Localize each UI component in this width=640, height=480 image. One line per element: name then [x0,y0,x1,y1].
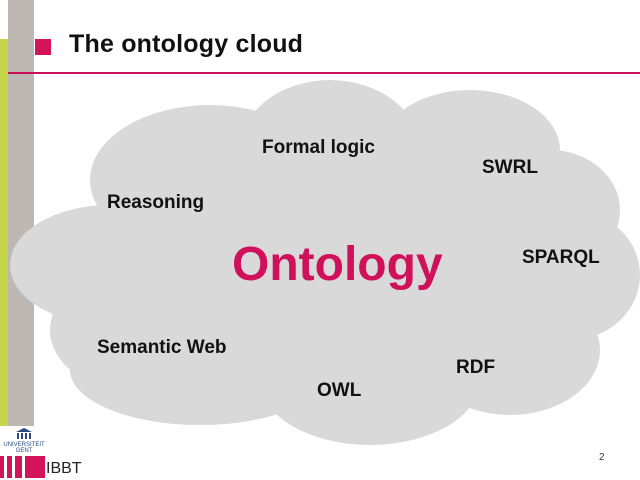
ibbt-bar [15,456,22,478]
ugent-line1: UNIVERSITEIT [3,442,45,448]
ugent-logo: UNIVERSITEIT GENT [2,428,46,454]
slide-title: The ontology cloud [69,30,304,58]
cloud-term-sparql: SPARQL [522,247,600,268]
cloud-term-owl: OWL [317,380,362,401]
cloud-term-reasoning: Reasoning [107,192,205,213]
cloud-term-swrl: SWRL [482,157,538,178]
cloud-term-rdf: RDF [456,357,496,378]
cloud-center-term: Ontology [232,238,443,291]
title-bullet-square [35,39,51,55]
title-underline [8,72,640,74]
ibbt-label: IBBT [46,460,82,477]
ugent-line2: GENT [15,448,33,454]
left-gray-strip [8,0,34,426]
page-number: 2 [599,452,605,463]
ibbt-bar [25,456,45,478]
ibbt-bar [7,456,12,478]
ibbt-bar [0,456,4,478]
cloud-term-formal-logic: Formal logic [262,137,375,158]
building-icon [16,428,32,439]
cloud-blobs [10,80,640,445]
cloud-term-semantic-web: Semantic Web [97,337,227,358]
left-green-strip [0,39,8,426]
